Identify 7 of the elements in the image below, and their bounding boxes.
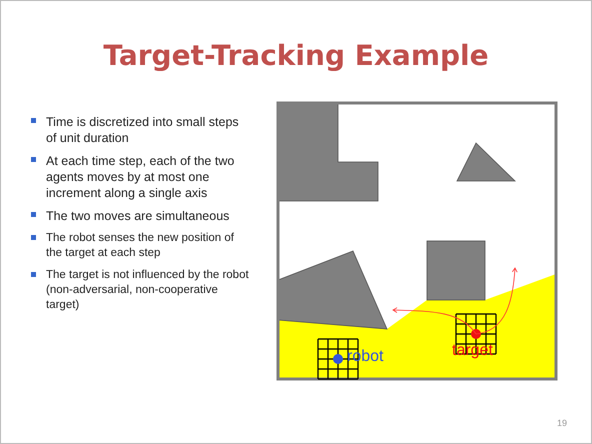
bullet-text: Time is discretized into small steps of unit duration — [46, 114, 240, 146]
bullet-text: The target is not influenced by the robot (non-adversarial, non-cooperative target) — [46, 268, 250, 313]
slide-title: Target-Tracking Example — [102, 39, 490, 72]
page-number: 19 — [557, 418, 568, 428]
bullet-text: The robot senses the new position of the target at each step — [46, 231, 235, 261]
bullet-text: The two moves are simultaneous — [46, 208, 230, 224]
bullet-text: At each time step, each of the two agents moves by at most one increment along a single axis — [46, 153, 236, 201]
